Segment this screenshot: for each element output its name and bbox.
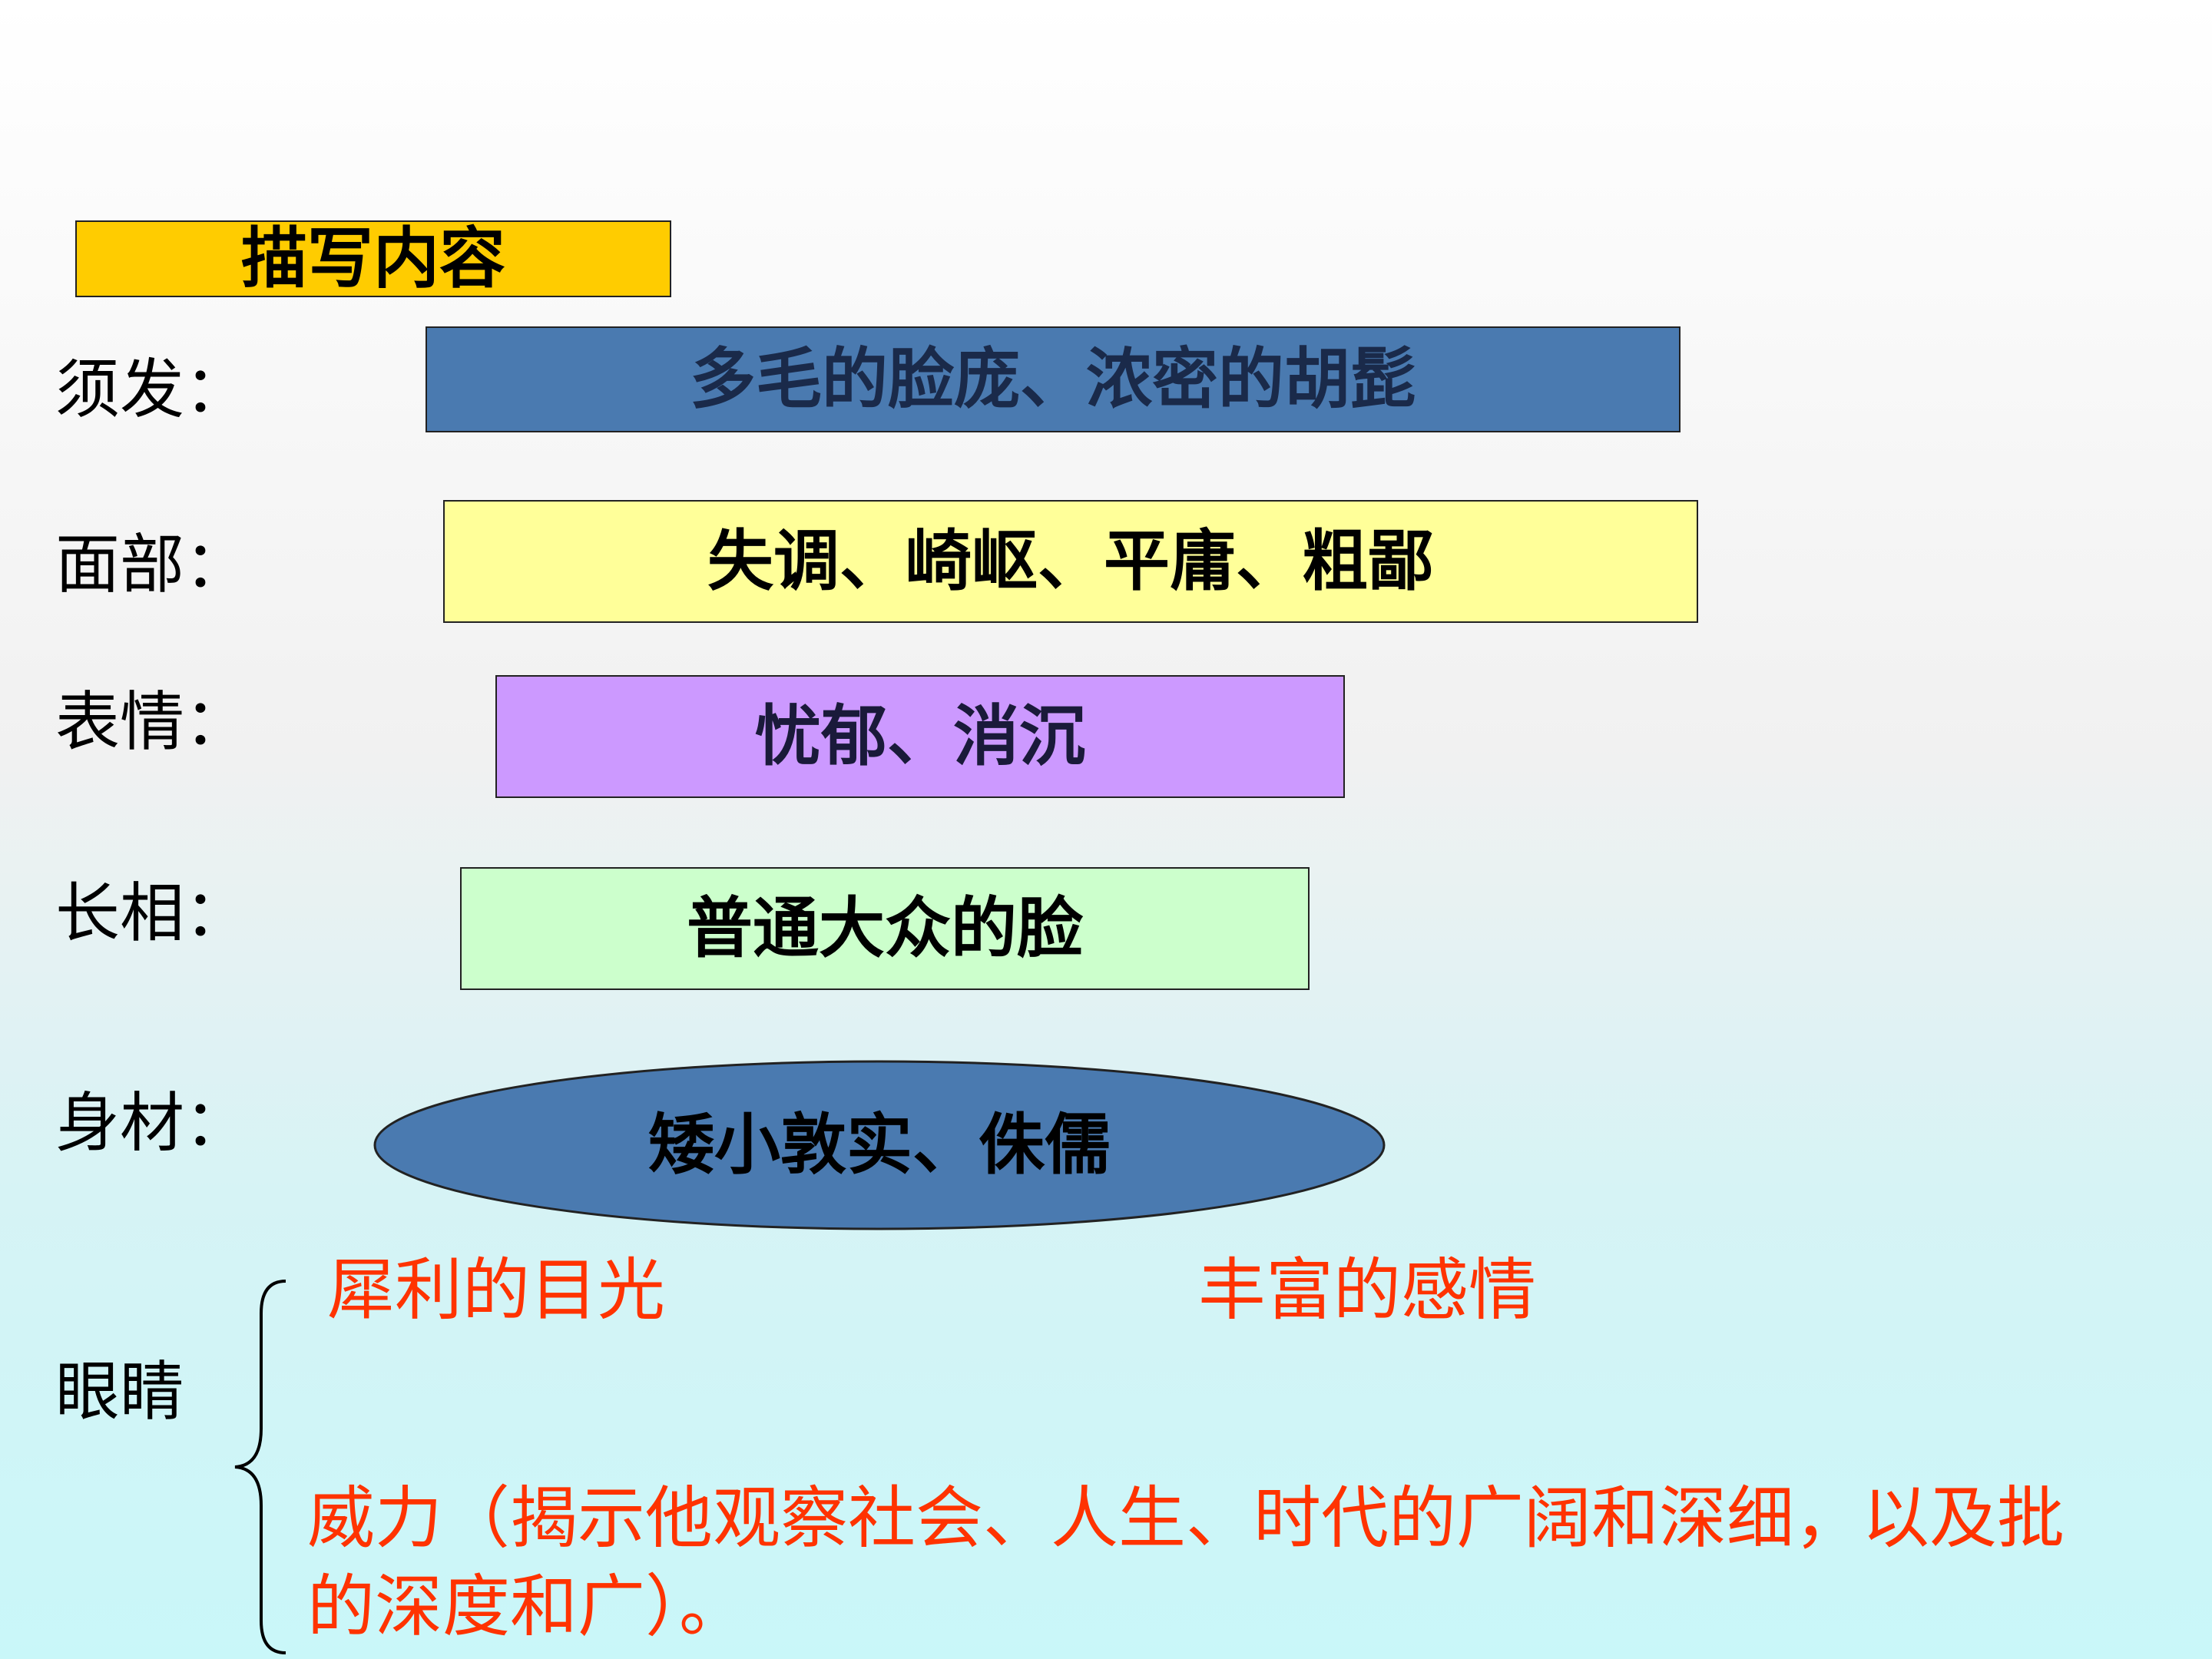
build-label: 身材： — [55, 1085, 250, 1161]
face-label: 面部： — [55, 527, 250, 602]
face-box: 失调、崎岖、平庸、粗鄙 — [443, 500, 1698, 623]
build-ellipse: 矮小敦实、侏儒 — [373, 1060, 1386, 1230]
eyes-item-sharp-gaze: 犀利的目光 — [327, 1250, 666, 1330]
eyes-item-rich-emotion: 丰富的感情 — [1198, 1250, 1537, 1330]
hair-text: 多毛的脸庞、浓密的胡髭 — [690, 341, 1416, 418]
hair-box: 多毛的脸庞、浓密的胡髭 — [426, 326, 1681, 432]
build-text: 矮小敦实、侏儒 — [648, 1107, 1111, 1184]
hair-label: 须发： — [55, 352, 250, 427]
curly-brace-icon — [234, 1280, 286, 1654]
face-text: 失调、崎岖、平庸、粗鄙 — [707, 523, 1434, 600]
expression-box: 忧郁、消沉 — [495, 675, 1345, 798]
content-title: 描写内容 — [241, 220, 505, 297]
content-title-box: 描写内容 — [75, 220, 671, 297]
appearance-label: 长相： — [55, 876, 250, 951]
eyes-item-power-line2: 的深度和广）。 — [307, 1567, 747, 1646]
eyes-item-power-line1: 威力（揭示他观察社会、人生、时代的广阔和深细，以及批 — [307, 1479, 2065, 1558]
expression-label: 表情： — [55, 684, 250, 760]
eyes-label: 眼睛 — [55, 1354, 185, 1429]
expression-text: 忧郁、消沉 — [755, 698, 1085, 775]
appearance-box: 普通大众的脸 — [460, 867, 1310, 990]
appearance-text: 普通大众的脸 — [687, 890, 1083, 967]
